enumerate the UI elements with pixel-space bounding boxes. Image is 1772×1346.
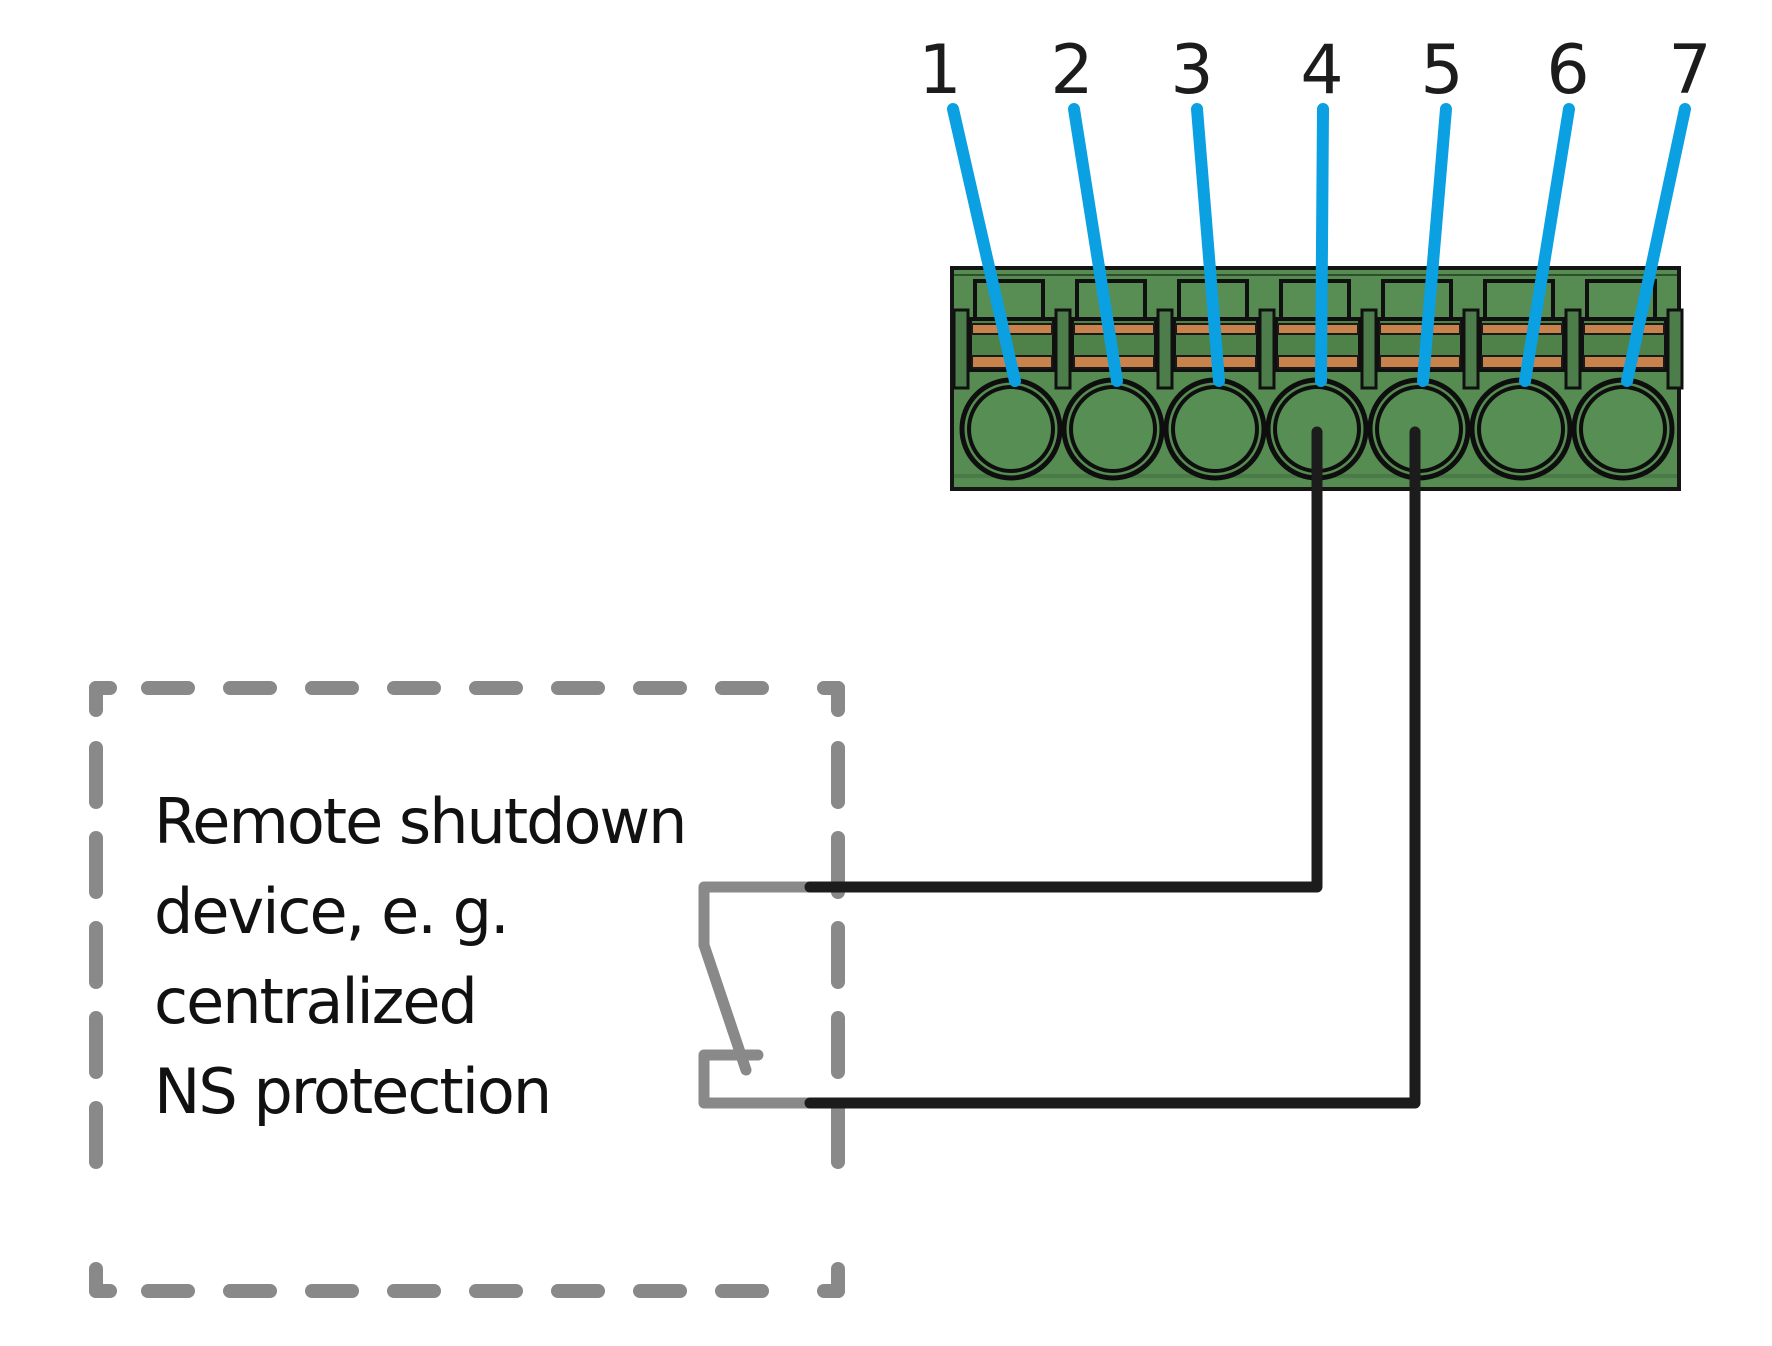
device-description: Remote shutdown device, e. g. centralize… — [154, 785, 703, 1128]
device-text-line-3: centralized — [154, 965, 476, 1038]
copper-bar-upper — [1481, 323, 1563, 335]
separator-post — [1666, 308, 1684, 390]
device-text-line-1: Remote shutdown — [154, 785, 685, 858]
separator-post — [1462, 308, 1480, 390]
separator-post — [1258, 308, 1276, 390]
separator-post — [1054, 308, 1072, 390]
wire-entry-hole-inner — [967, 385, 1055, 473]
pin-leader-2 — [1068, 103, 1123, 387]
release-tab — [1279, 279, 1351, 321]
pin-leader-4 — [1315, 103, 1329, 387]
pin-label-4: 4 — [1300, 31, 1343, 110]
separator-post — [1564, 308, 1582, 390]
copper-bar-upper — [1379, 323, 1461, 335]
wire-to-pin-4 — [804, 426, 1323, 893]
separator-post — [1360, 308, 1378, 390]
wire-entry-hole-inner — [1171, 385, 1259, 473]
device-boundary — [89, 681, 845, 1298]
pin-leader-5 — [1417, 103, 1452, 387]
switch-blade — [698, 939, 752, 1076]
switch-top-lead — [698, 881, 816, 951]
pin-label-6: 6 — [1546, 31, 1589, 110]
separator-post — [952, 308, 970, 390]
pin-leader-lines — [947, 103, 1691, 387]
switch-contact-symbol — [698, 881, 816, 1109]
copper-bar-lower — [1583, 355, 1665, 369]
pin-leader-7 — [1621, 103, 1691, 387]
pin-label-7: 7 — [1668, 31, 1711, 110]
device-text-line-4: NS protection — [154, 1055, 550, 1128]
wire-entry-hole-inner — [1477, 385, 1565, 473]
pin-label-5: 5 — [1420, 31, 1463, 110]
pin-label-3: 3 — [1170, 31, 1213, 110]
release-tab — [1381, 279, 1453, 321]
copper-bar-upper — [971, 323, 1053, 335]
connection-wires — [804, 426, 1421, 1109]
pin-leader-6 — [1519, 103, 1575, 387]
pin-leader-1 — [947, 103, 1021, 387]
switch-bottom-lead — [698, 1049, 816, 1109]
device-text-line-2: device, e. g. — [154, 875, 508, 948]
pin-leader-3 — [1191, 103, 1225, 387]
pin-label-2: 2 — [1050, 31, 1093, 110]
wire-entry-hole-inner — [1579, 385, 1667, 473]
separator-post — [1156, 308, 1174, 390]
release-tab — [973, 279, 1045, 321]
pin-label-1: 1 — [918, 31, 961, 110]
wire-entry-hole-inner — [1069, 385, 1157, 473]
copper-bar-upper — [1583, 323, 1665, 335]
wire-to-pin-5 — [804, 426, 1421, 1109]
